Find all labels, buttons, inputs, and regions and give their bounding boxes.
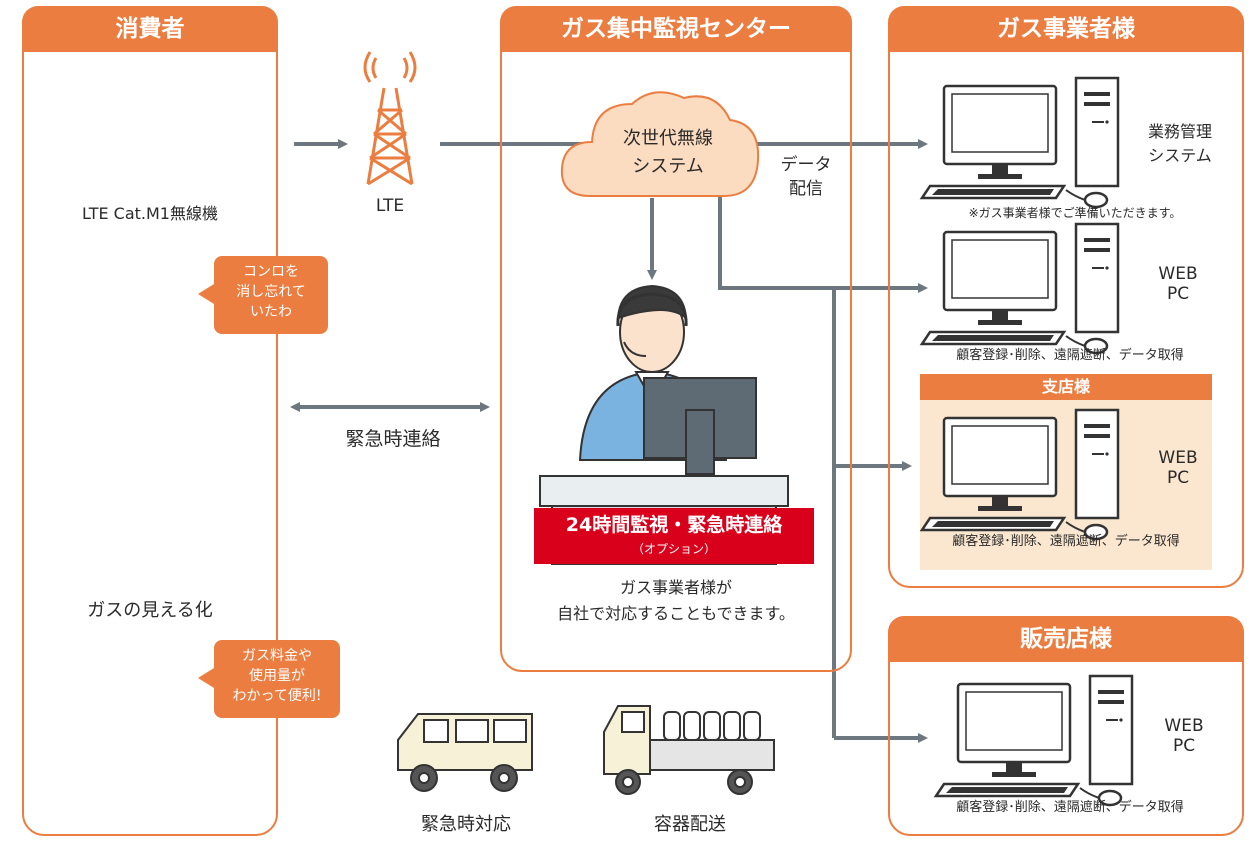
center-panel-title: ガス集中監視センター	[500, 6, 852, 52]
retailer-web-caption: 顧客登録･削除、遠隔遮断、データ取得	[956, 800, 1184, 815]
lte-label: LTE	[375, 196, 405, 216]
monitoring-banner-sub: （オプション）	[631, 542, 716, 556]
gas-company-panel-title: ガス事業者様	[888, 6, 1244, 52]
cloud-label-line2: システム	[632, 156, 704, 177]
lte-tower-icon	[363, 51, 417, 186]
branch-web-line1: WEB	[1158, 448, 1198, 468]
branch-web-caption: 顧客登録･削除、遠隔遮断、データ取得	[952, 534, 1180, 549]
monitoring-banner: 24時間監視・緊急時連絡 （オプション）	[534, 508, 814, 564]
bubble2-line1: ガス料金や	[242, 648, 312, 664]
business-system-line2: システム	[1148, 146, 1212, 165]
bubble2-line3: わかって便利!	[232, 688, 322, 704]
branch-web-line2: PC	[1166, 468, 1190, 488]
cloud-label-line1: 次世代無線	[623, 128, 713, 149]
consumer-panel-title: 消費者	[22, 6, 278, 52]
cloud-shape	[560, 91, 760, 197]
emergency-contact-label: 緊急時連絡	[345, 428, 441, 450]
center-panel	[500, 6, 852, 672]
arrow-cloud-to-webpc	[718, 196, 928, 293]
center-note-line1: ガス事業者様が	[619, 578, 732, 597]
delivery-truck-illustration	[603, 705, 775, 795]
monitoring-banner-main: 24時間監視・緊急時連絡	[565, 514, 783, 536]
web-pc-caption: 顧客登録･削除、遠隔遮断、データ取得	[956, 348, 1184, 363]
bubble2-line2: 使用量が	[249, 668, 305, 684]
van-label: 緊急時対応	[421, 814, 511, 835]
truck-label: 容器配送	[654, 814, 726, 835]
bubble1-line2: 消し忘れて	[236, 284, 306, 300]
visualize-label: ガスの見える化	[87, 600, 213, 621]
web-pc-line1: WEB	[1158, 264, 1198, 284]
business-system-line1: 業務管理	[1147, 122, 1212, 141]
branch-title: 支店様	[920, 374, 1212, 400]
retailer-web-line1: WEB	[1164, 716, 1204, 736]
system-note: ※ガス事業者様でご準備いただきます。	[968, 206, 1182, 220]
data-delivery-line1: データ	[780, 155, 832, 175]
retailer-panel-title: 販売店様	[888, 616, 1244, 662]
retailer-web-line2: PC	[1172, 736, 1196, 756]
bubble1-line1: コンロを	[243, 264, 299, 280]
device-label: LTE Cat.M1無線機	[81, 204, 218, 223]
data-delivery-line2: 配信	[789, 179, 823, 199]
emergency-van-illustration	[397, 713, 533, 792]
center-note-line2: 自社で対応することもできます。	[557, 604, 795, 623]
bubble1-line3: いたわ	[250, 304, 292, 320]
web-pc-line2: PC	[1166, 284, 1190, 304]
forgot-stove-bubble: コンロを 消し忘れて いたわ	[198, 256, 328, 334]
convenient-bubble: ガス料金や 使用量が わかって便利!	[198, 640, 340, 718]
